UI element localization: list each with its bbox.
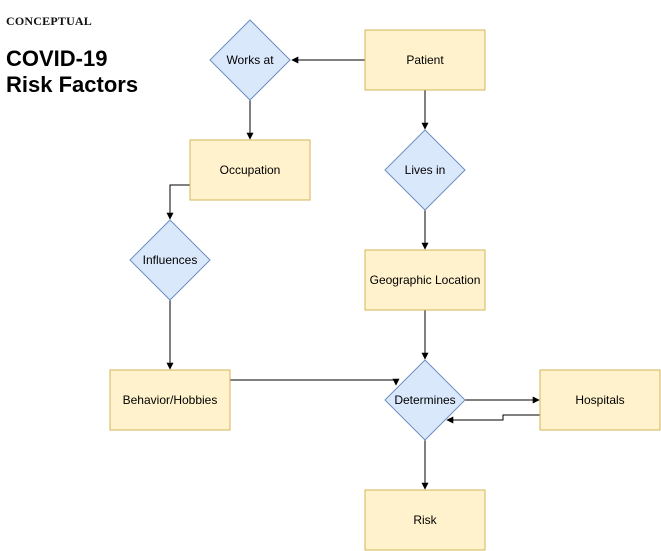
node-patient[interactable]: Patient <box>364 29 486 91</box>
diagram-tag: CONCEPTUAL <box>6 14 93 28</box>
edge-hospitals-to-determines <box>446 414 540 424</box>
node-patient-label: Patient <box>406 53 444 67</box>
node-occupation[interactable]: Occupation <box>189 139 311 201</box>
node-hospitals[interactable]: Hospitals <box>539 369 661 431</box>
edge-occupation-to-influences <box>166 184 190 220</box>
node-works-at[interactable]: Works at <box>209 19 291 101</box>
node-risk[interactable]: Risk <box>364 489 486 551</box>
node-influences[interactable]: Influences <box>129 219 211 301</box>
node-works-at-label: Works at <box>226 53 274 67</box>
edge-behavior-to-determines <box>230 378 400 386</box>
node-behavior-hobbies-label: Behavior/Hobbies <box>123 393 218 407</box>
node-geographic-location-label: Geographic Location <box>370 273 481 287</box>
node-influences-label: Influences <box>143 253 198 267</box>
node-risk-label: Risk <box>413 513 437 527</box>
node-determines[interactable]: Determines <box>384 359 466 441</box>
node-geographic-location[interactable]: Geographic Location <box>364 249 486 311</box>
node-hospitals-label: Hospitals <box>575 393 624 407</box>
diagram-title: COVID-19 Risk Factors <box>6 46 139 97</box>
node-lives-in-label: Lives in <box>405 163 446 177</box>
node-lives-in[interactable]: Lives in <box>384 129 466 211</box>
node-occupation-label: Occupation <box>220 163 281 177</box>
node-behavior-hobbies[interactable]: Behavior/Hobbies <box>109 369 231 431</box>
node-determines-label: Determines <box>394 393 455 407</box>
edges <box>166 56 540 490</box>
